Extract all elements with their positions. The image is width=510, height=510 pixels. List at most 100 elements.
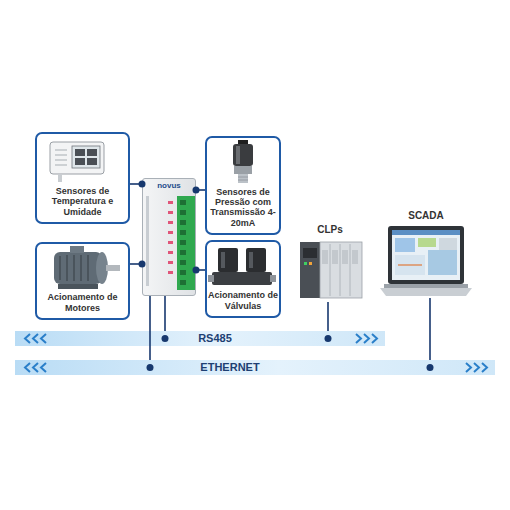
sensor-box: Sensores de Pressão com Transmissão 4-20… <box>205 136 281 235</box>
sensor-box: Sensores de Temperatura e Umidade <box>35 132 130 224</box>
io-module-illustration-part <box>180 210 186 215</box>
plc-illustration-part <box>309 262 312 265</box>
motor-icon-part <box>54 252 102 284</box>
plc-illustration-part <box>342 250 348 264</box>
pressure-transmitter-icon-part <box>234 166 252 174</box>
network-band: RS485 <box>15 331 385 346</box>
motor-icon-part <box>106 265 120 271</box>
pressure-transmitter-icon <box>233 140 253 183</box>
node-label: Sensores de Temperatura e Umidade <box>47 186 119 217</box>
valve-icon-part <box>208 275 214 282</box>
bus-connector <box>164 296 166 331</box>
io-module-illustration-part <box>168 221 173 224</box>
band-chevrons-part <box>41 363 46 372</box>
thermo-hygrometer-icon-part <box>50 142 104 174</box>
band-chevrons-part <box>33 334 38 343</box>
pressure-transmitter-icon-part <box>238 177 248 178</box>
network-band: ETHERNET <box>15 360 495 375</box>
bus-connector <box>429 298 431 360</box>
laptop-illustration-part <box>395 238 415 252</box>
laptop-illustration-part <box>392 230 460 280</box>
plc-illustration-part <box>330 244 331 296</box>
thermo-hygrometer-icon-part <box>55 159 67 160</box>
thermo-hygrometer-icon-part <box>72 146 100 168</box>
band-chevrons-part <box>356 334 361 343</box>
thermo-hygrometer-icon-part <box>87 158 97 165</box>
pressure-transmitter-icon-part <box>233 144 253 166</box>
laptop-illustration-part <box>380 288 472 296</box>
thermo-hygrometer-icon-part <box>75 149 85 156</box>
scada-node: SCADA <box>378 210 474 298</box>
band-chevrons-part <box>364 334 369 343</box>
bus-connector <box>149 296 151 360</box>
motor-icon-part <box>80 255 82 281</box>
actuator-box: Acionamento de Motores <box>35 242 130 320</box>
pressure-transmitter-icon-part <box>236 146 240 164</box>
laptop-illustration-part <box>388 226 464 284</box>
plc-node: CLPs <box>296 224 364 302</box>
io-module-illustration-part <box>180 270 186 275</box>
plc-illustration-part <box>322 250 328 264</box>
connection-dot <box>139 261 146 268</box>
node-label: SCADA <box>408 210 444 222</box>
thermo-hygrometer-icon-part <box>55 149 67 150</box>
motor-icon-part <box>58 284 98 289</box>
connection-dot <box>193 267 200 274</box>
motor-icon <box>54 246 120 289</box>
io-module-illustration-part <box>180 250 186 255</box>
plc-illustration-part <box>300 242 320 298</box>
laptop-illustration-part <box>428 250 457 275</box>
band-chevrons-part <box>474 363 479 372</box>
plc-illustration <box>300 242 362 298</box>
laptop-illustration-part <box>418 238 436 247</box>
motor-icon-part <box>73 255 75 281</box>
io-module-illustration-part <box>168 271 173 274</box>
plc-illustration-part <box>320 242 362 298</box>
bus-connector <box>196 269 205 271</box>
bus-connector <box>196 189 205 191</box>
io-module-illustration-part <box>168 261 173 264</box>
io-module-illustration-part <box>168 251 173 254</box>
valve-icon <box>208 248 276 285</box>
connection-dot <box>162 335 169 342</box>
io-module-illustration-part <box>168 211 173 214</box>
motor-icon-part <box>66 255 68 281</box>
node-label: Sensores de Pressão com Transmissão 4-20… <box>208 187 278 228</box>
pressure-transmitter-icon-part <box>238 180 248 181</box>
io-module-illustration-part <box>177 196 195 290</box>
io-module-illustration-part <box>168 231 173 234</box>
thermo-hygrometer-icon <box>50 142 104 182</box>
laptop-illustration-part <box>384 284 468 288</box>
connection-dot <box>147 364 154 371</box>
node-label: RS485 <box>198 331 232 346</box>
band-chevrons-part <box>482 363 487 372</box>
bus-connector <box>130 183 142 185</box>
plc-illustration-part <box>340 244 341 296</box>
motor-icon-part <box>96 252 108 284</box>
io-module-illustration <box>146 196 195 290</box>
io-module-illustration-part <box>180 240 186 245</box>
valve-icon-part <box>246 248 266 272</box>
thermo-hygrometer-icon-part <box>87 149 97 156</box>
io-module-illustration-part <box>180 200 186 205</box>
bus-connector <box>130 263 142 265</box>
io-module-illustration-part <box>180 260 186 265</box>
connection-dot <box>427 364 434 371</box>
io-module-illustration-part <box>180 280 186 285</box>
io-module: novus <box>142 178 196 296</box>
valve-icon-part <box>212 272 272 285</box>
motor-icon-part <box>59 256 61 280</box>
pressure-transmitter-icon-part <box>238 140 248 145</box>
valve-icon-part <box>218 248 238 272</box>
motor-icon-part <box>87 255 89 281</box>
laptop-illustration-part <box>439 238 457 252</box>
band-chevrons-part <box>25 334 30 343</box>
thermo-hygrometer-icon-part <box>58 174 62 182</box>
valve-icon-part <box>249 252 253 268</box>
pressure-transmitter-icon-part <box>238 174 248 183</box>
laptop-illustration-part <box>395 255 425 275</box>
valve-icon-part <box>221 252 225 268</box>
plc-illustration-part <box>332 250 338 264</box>
